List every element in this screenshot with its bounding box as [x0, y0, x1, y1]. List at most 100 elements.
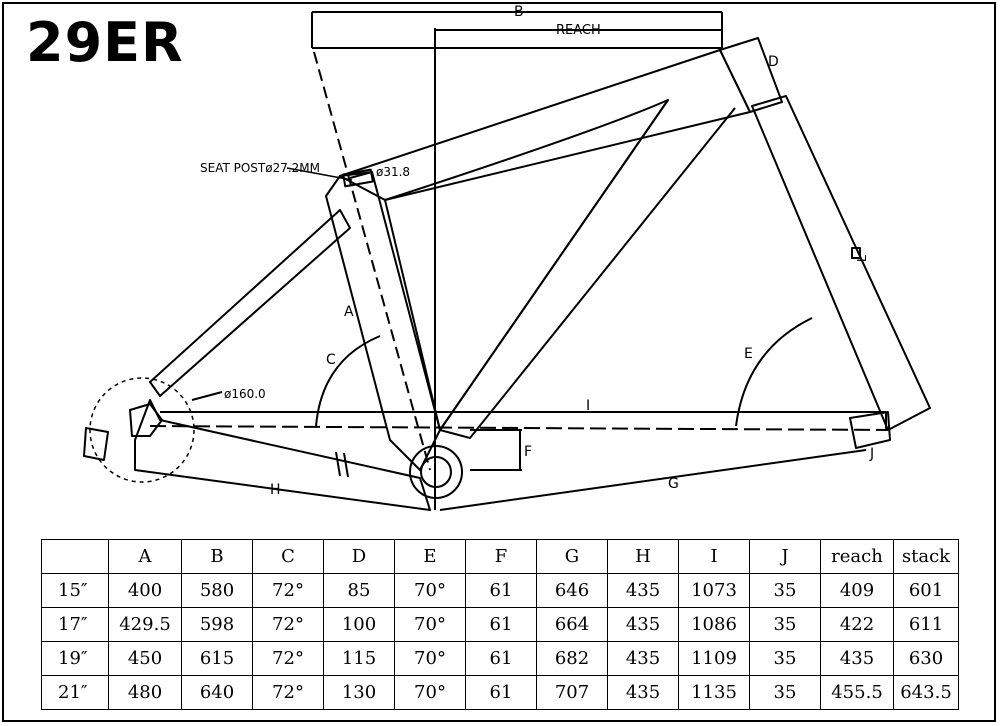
table-cell: 1135 — [678, 675, 750, 710]
table-header-cell: G — [536, 539, 608, 574]
seat-tube-axis — [313, 51, 431, 471]
table-cell: 1109 — [678, 641, 750, 676]
table-header-cell: F — [465, 539, 537, 574]
table-cell: 70° — [394, 675, 466, 710]
label-seat-clamp: ø31.8 — [376, 165, 410, 179]
table-cell: 35 — [749, 641, 821, 676]
table-cell: 17″ — [41, 607, 109, 642]
table-cell: 450 — [108, 641, 182, 676]
head-angle-arc — [735, 317, 813, 427]
fork — [751, 95, 931, 431]
label-l: L — [855, 255, 869, 262]
label-seat-post: SEAT POSTø27.2MM — [200, 161, 320, 175]
label-j: J — [869, 446, 874, 462]
table-cell: 707 — [536, 675, 608, 710]
table-cell: 115 — [323, 641, 395, 676]
table-cell: 601 — [893, 573, 959, 608]
table-row: 21″ 480 640 72° 130 70° 61 707 435 1135 … — [41, 675, 959, 710]
table-header-cell: J — [749, 539, 821, 574]
table-cell: 664 — [536, 607, 608, 642]
table-cell: 630 — [893, 641, 959, 676]
table-cell: 1073 — [678, 573, 750, 608]
rear-dropout-circle — [89, 377, 195, 483]
table-cell: 61 — [465, 675, 537, 710]
table-cell: 682 — [536, 641, 608, 676]
label-rotor: ø160.0 — [224, 387, 266, 401]
table-cell: 61 — [465, 641, 537, 676]
table-header-cell: C — [252, 539, 324, 574]
table-cell: 70° — [394, 641, 466, 676]
table-row: 17″ 429.5 598 72° 100 70° 61 664 435 108… — [41, 607, 959, 642]
label-i: I — [586, 398, 590, 414]
table-cell: 422 — [820, 607, 894, 642]
table-cell: 35 — [749, 675, 821, 710]
table-header-cell: stack — [893, 539, 959, 574]
table-cell: 409 — [820, 573, 894, 608]
table-cell: 435 — [607, 675, 679, 710]
table-header-cell: A — [108, 539, 182, 574]
table-header-cell: B — [181, 539, 253, 574]
table-cell: 72° — [252, 641, 324, 676]
table-cell: 400 — [108, 573, 182, 608]
table-cell: 611 — [893, 607, 959, 642]
geometry-table: A B C D E F G H I J reach stack 15″ 400 … — [41, 539, 959, 710]
dimension-g-line — [439, 449, 867, 511]
label-h: H — [270, 482, 281, 498]
table-cell: 70° — [394, 607, 466, 642]
seat-tube — [325, 171, 441, 471]
table-cell: 615 — [181, 641, 253, 676]
label-g: G — [668, 476, 679, 492]
table-cell: 35 — [749, 607, 821, 642]
table-cell: 429.5 — [108, 607, 182, 642]
seat-stays — [149, 209, 351, 397]
table-cell: 70° — [394, 573, 466, 608]
table-cell: 640 — [181, 675, 253, 710]
label-b: B — [514, 4, 524, 20]
table-cell: 435 — [607, 641, 679, 676]
table-header-cell: D — [323, 539, 395, 574]
table-cell: 35 — [749, 573, 821, 608]
label-d: D — [768, 54, 779, 70]
table-cell: 61 — [465, 573, 537, 608]
table-row: 19″ 450 615 72° 115 70° 61 682 435 1109 … — [41, 641, 959, 676]
seat-angle-arc — [315, 335, 381, 427]
label-a: A — [344, 304, 354, 320]
frame-geometry-diagram: B REACH D SEAT POSTø27.2MM ø31.8 A C E L… — [83, 4, 931, 511]
table-cell: 72° — [252, 675, 324, 710]
table-cell: 435 — [607, 607, 679, 642]
table-cell: 72° — [252, 607, 324, 642]
table-header-cell: reach — [820, 539, 894, 574]
bottom-bracket — [409, 445, 463, 499]
table-row: 15″ 400 580 72° 85 70° 61 646 435 1073 3… — [41, 573, 959, 608]
table-cell: 15″ — [41, 573, 109, 608]
table-cell: 72° — [252, 573, 324, 608]
table-cell: 455.5 — [820, 675, 894, 710]
table-cell: 646 — [536, 573, 608, 608]
table-cell: 130 — [323, 675, 395, 710]
table-cell: 21″ — [41, 675, 109, 710]
table-header-cell — [41, 539, 109, 574]
table-cell: 435 — [607, 573, 679, 608]
table-cell: 19″ — [41, 641, 109, 676]
chain-stays — [134, 399, 431, 511]
table-header-cell: E — [394, 539, 466, 574]
table-cell: 100 — [323, 607, 395, 642]
table-cell: 598 — [181, 607, 253, 642]
wheel-axis-line — [149, 425, 891, 431]
table-header-row: A B C D E F G H I J reach stack — [41, 539, 959, 574]
label-c: C — [326, 352, 336, 368]
table-header-cell: H — [607, 539, 679, 574]
table-cell: 1086 — [678, 607, 750, 642]
label-e: E — [744, 346, 753, 362]
table-cell: 643.5 — [893, 675, 959, 710]
table-header-cell: I — [678, 539, 750, 574]
top-tube — [339, 49, 751, 201]
label-f: F — [524, 444, 532, 460]
page-title: 29ER — [26, 11, 184, 74]
table-cell: 61 — [465, 607, 537, 642]
table-cell: 435 — [820, 641, 894, 676]
label-reach: REACH — [556, 23, 601, 38]
table-cell: 85 — [323, 573, 395, 608]
table-cell: 580 — [181, 573, 253, 608]
